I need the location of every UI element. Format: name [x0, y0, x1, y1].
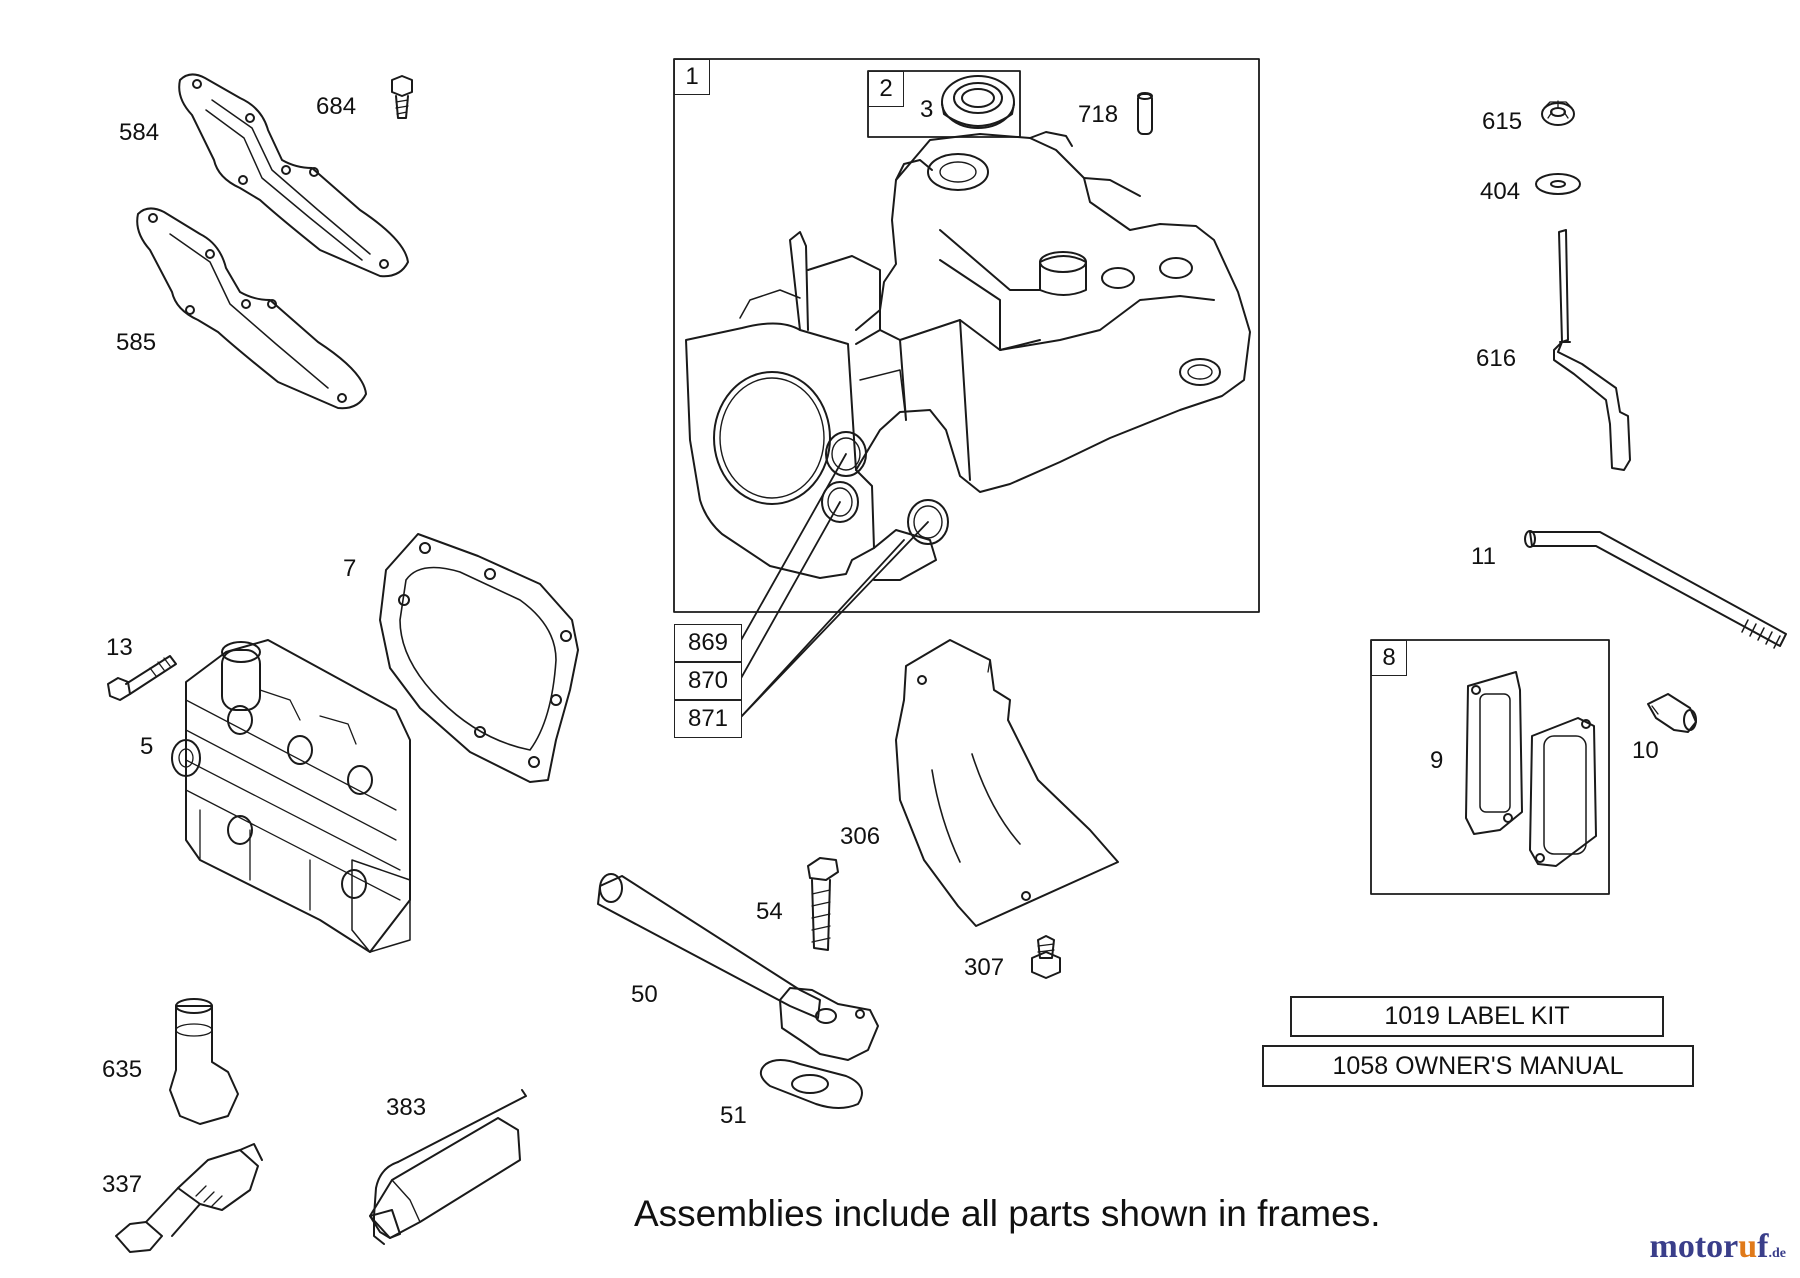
screw-307-drawing — [1031, 935, 1061, 979]
part-label-51: 51 — [720, 1102, 747, 1129]
part-label-50: 50 — [631, 981, 658, 1008]
part-label-307: 307 — [964, 954, 1005, 981]
part-label-9: 9 — [1430, 747, 1444, 774]
spark-plug-wrench-383-drawing — [369, 1089, 527, 1245]
part-label-718: 718 — [1078, 101, 1119, 128]
part-label-306: 306 — [840, 823, 881, 850]
callout-leaders — [739, 453, 929, 719]
part-label-616: 616 — [1476, 345, 1517, 372]
part-label-5: 5 — [140, 733, 154, 760]
spark-plug-337-drawing — [115, 1143, 263, 1253]
logo-text-u: u — [1738, 1228, 1758, 1265]
part-label-585: 585 — [116, 329, 157, 356]
gasket-584-drawing — [178, 73, 409, 278]
assemblies-note: Assemblies include all parts shown in fr… — [634, 1193, 1381, 1234]
screw-10-drawing — [1647, 693, 1697, 733]
part-label-635: 635 — [102, 1056, 143, 1083]
gasket-585-drawing — [136, 207, 367, 410]
part-label-383: 383 — [386, 1094, 427, 1121]
part-label-11: 11 — [1471, 543, 1496, 570]
frame-8-border — [1370, 639, 1610, 895]
spark-plug-boot-635-drawing — [169, 998, 239, 1125]
part-label-3: 3 — [920, 96, 934, 123]
callout-box-869: 869 — [674, 624, 742, 662]
cylinder-head-5-drawing — [171, 639, 411, 953]
part-label-684: 684 — [316, 93, 357, 120]
label-kit-box: 1019 LABEL KIT — [1290, 996, 1664, 1037]
oil-seal-3-drawing — [941, 75, 1015, 129]
baffle-306-drawing — [895, 639, 1119, 927]
pin-718-drawing — [1137, 92, 1153, 135]
logo-text-end: f — [1757, 1228, 1769, 1265]
frame-1-border — [673, 58, 1260, 613]
dipstick-tube-50-drawing — [597, 873, 879, 1061]
gasket-51-drawing — [759, 1059, 863, 1109]
breather-gasket-9-drawing — [1465, 671, 1523, 835]
head-gasket-7-drawing — [379, 533, 579, 783]
part-label-404: 404 — [1480, 178, 1521, 205]
motoruf-logo: motoruf.de — [1650, 1228, 1787, 1266]
part-label-584: 584 — [119, 119, 160, 146]
part-label-337: 337 — [102, 1171, 143, 1198]
screw-684-drawing — [391, 75, 413, 119]
part-label-13: 13 — [106, 634, 133, 661]
nut-615-drawing — [1541, 100, 1575, 126]
washer-404-drawing — [1535, 173, 1581, 195]
part-label-615: 615 — [1482, 108, 1523, 135]
crankcase-drawing — [685, 131, 1251, 581]
frame-2-number: 2 — [868, 71, 904, 107]
logo-text-start: motor — [1649, 1228, 1739, 1265]
bolt-54-drawing — [807, 857, 839, 951]
part-label-54: 54 — [756, 898, 783, 925]
owners-manual-box: 1058 OWNER'S MANUAL — [1262, 1045, 1694, 1087]
frame-8-number: 8 — [1371, 640, 1407, 676]
tube-11-drawing — [1524, 530, 1787, 649]
breather-cover-drawing — [1529, 717, 1597, 867]
part-label-7: 7 — [343, 555, 357, 582]
lever-616-drawing — [1553, 229, 1631, 471]
callout-box-870: 870 — [674, 662, 742, 700]
part-label-10: 10 — [1632, 737, 1659, 764]
logo-tld: .de — [1768, 1246, 1787, 1261]
bolt-13-drawing — [107, 655, 177, 701]
frame-1-number: 1 — [674, 59, 710, 95]
callout-box-871: 871 — [674, 700, 742, 738]
